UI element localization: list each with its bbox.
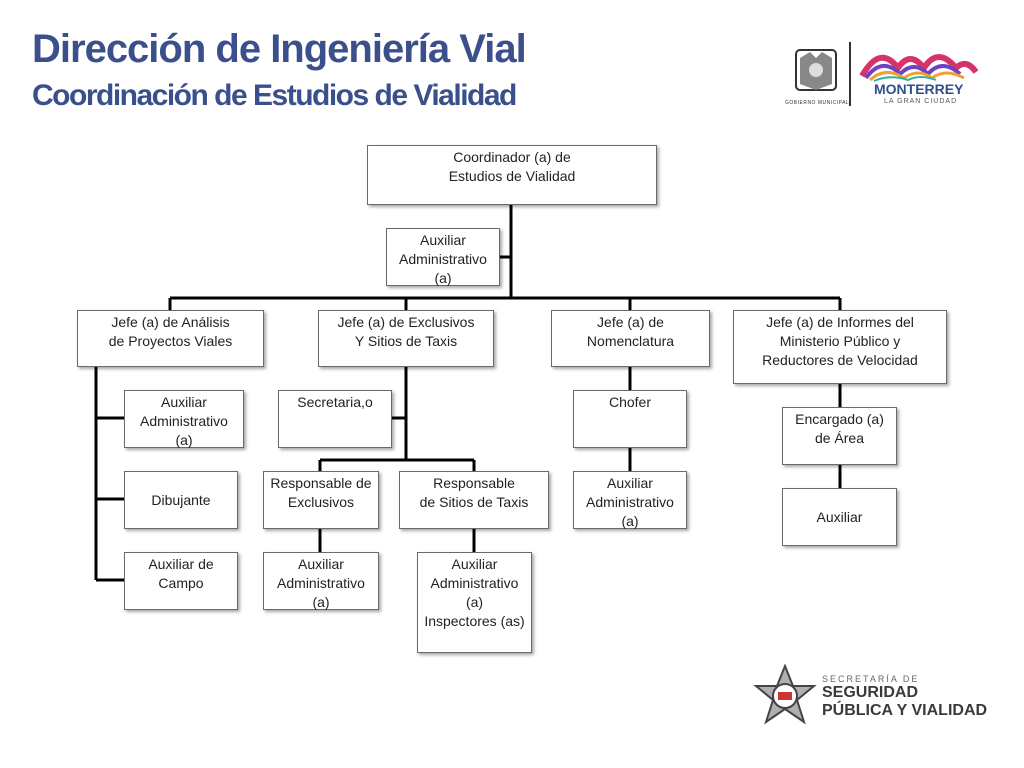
- org-box-auxiliar-campo: Auxiliar de Campo: [124, 552, 238, 610]
- ssp-seguridad-label: SEGURIDAD: [822, 684, 919, 701]
- city-tagline: LA GRAN CIUDAD: [884, 98, 958, 105]
- police-star-icon: [753, 664, 817, 725]
- ssp-publica-label: PÚBLICA Y VIALIDAD: [822, 702, 988, 719]
- org-box-auxiliar-analisis: Auxiliar Administrativo (a): [124, 390, 244, 448]
- org-box-auxiliar: Auxiliar: [782, 488, 897, 546]
- org-box-secretaria: Secretaria,o: [278, 390, 392, 448]
- org-box-jefe-nomenclatura: Jefe (a) de Nomenclatura: [551, 310, 710, 367]
- org-box-auxiliar-exclusivos: Auxiliar Administrativo (a): [263, 552, 379, 610]
- org-box-responsable-sitios: Responsable de Sitios de Taxis: [399, 471, 549, 529]
- org-box-chofer: Chofer: [573, 390, 687, 448]
- org-box-jefe-informes: Jefe (a) de Informes del Ministerio Públ…: [733, 310, 947, 384]
- org-box-encargado-area: Encargado (a) de Área: [782, 407, 897, 465]
- org-box-auxiliar-inspectores: Auxiliar Administrativo (a) Inspectores …: [417, 552, 532, 653]
- org-box-jefe-analisis: Jefe (a) de Análisis de Proyectos Viales: [77, 310, 264, 367]
- org-box-auxiliar-nomenclatura: Auxiliar Administrativo (a): [573, 471, 687, 529]
- municipal-seal-icon: [795, 42, 979, 106]
- org-box-responsable-exclusivos: Responsable de Exclusivos: [263, 471, 379, 529]
- org-box-coordinador: Coordinador (a) de Estudios de Vialidad: [367, 145, 657, 205]
- org-box-jefe-exclusivos: Jefe (a) de Exclusivos Y Sitios de Taxis: [318, 310, 494, 367]
- gobierno-label: GOBIERNO MUNICIPAL: [785, 100, 850, 106]
- ssp-secretaria-label: SECRETARÍA DE: [822, 674, 920, 684]
- page-subtitle: Coordinación de Estudios de Vialidad: [32, 79, 517, 112]
- city-name: MONTERREY: [874, 81, 964, 97]
- page-title: Dirección de Ingeniería Vial: [32, 27, 527, 71]
- org-box-auxiliar-coordinacion: Auxiliar Administrativo (a): [386, 228, 500, 286]
- org-box-dibujante: Dibujante: [124, 471, 238, 529]
